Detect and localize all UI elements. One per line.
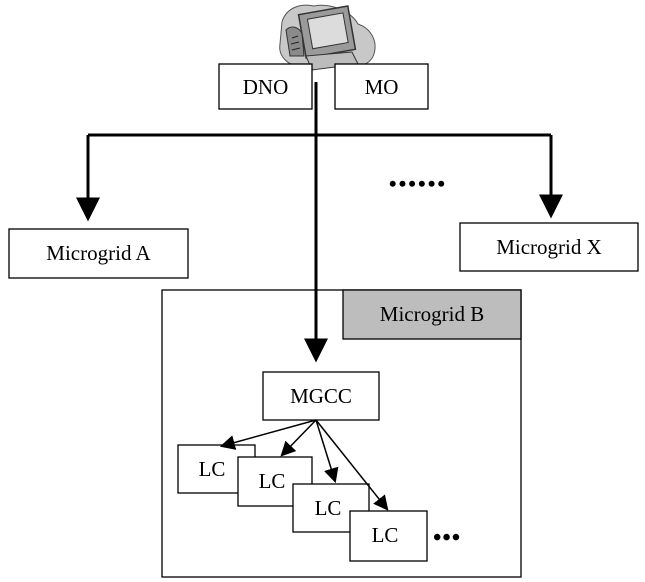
microgrid-a-label: Microgrid A [46, 241, 151, 265]
lc-label-1: LC [199, 457, 226, 481]
microgrid-x-label: Microgrid X [496, 235, 602, 259]
microgrid-b-header [342, 289, 522, 340]
lc-label-4: LC [372, 523, 399, 547]
computer-workstation-icon [279, 4, 376, 71]
mo-node: MO [334, 63, 429, 110]
dno-node: DNO [218, 63, 313, 110]
microgrid-x-node: Microgrid X [459, 222, 639, 272]
microgrid-b-label: Microgrid B [380, 302, 484, 326]
more-microgrids-ellipsis: •••••• [389, 171, 447, 196]
mgcc-label: MGCC [290, 384, 352, 408]
mgcc-node: MGCC [262, 371, 380, 421]
lc-node-4: LC [349, 510, 428, 562]
microgrid-b-container: Microgrid B [161, 289, 522, 578]
arrow-mgcc-to-lc-4 [315, 419, 389, 511]
mo-label: MO [365, 75, 399, 99]
more-lc-ellipsis: ••• [433, 525, 461, 551]
lc-label-3: LC [315, 496, 342, 520]
arrow-mgcc-to-lc-3 [315, 419, 339, 484]
arrow-mgcc-to-lc-1 [219, 419, 317, 450]
dno-label: DNO [243, 75, 289, 99]
microgrid-a-node: Microgrid A [8, 228, 189, 279]
lc-label-2: LC [259, 469, 286, 493]
arrow-mgcc-to-lc-2 [280, 419, 317, 457]
